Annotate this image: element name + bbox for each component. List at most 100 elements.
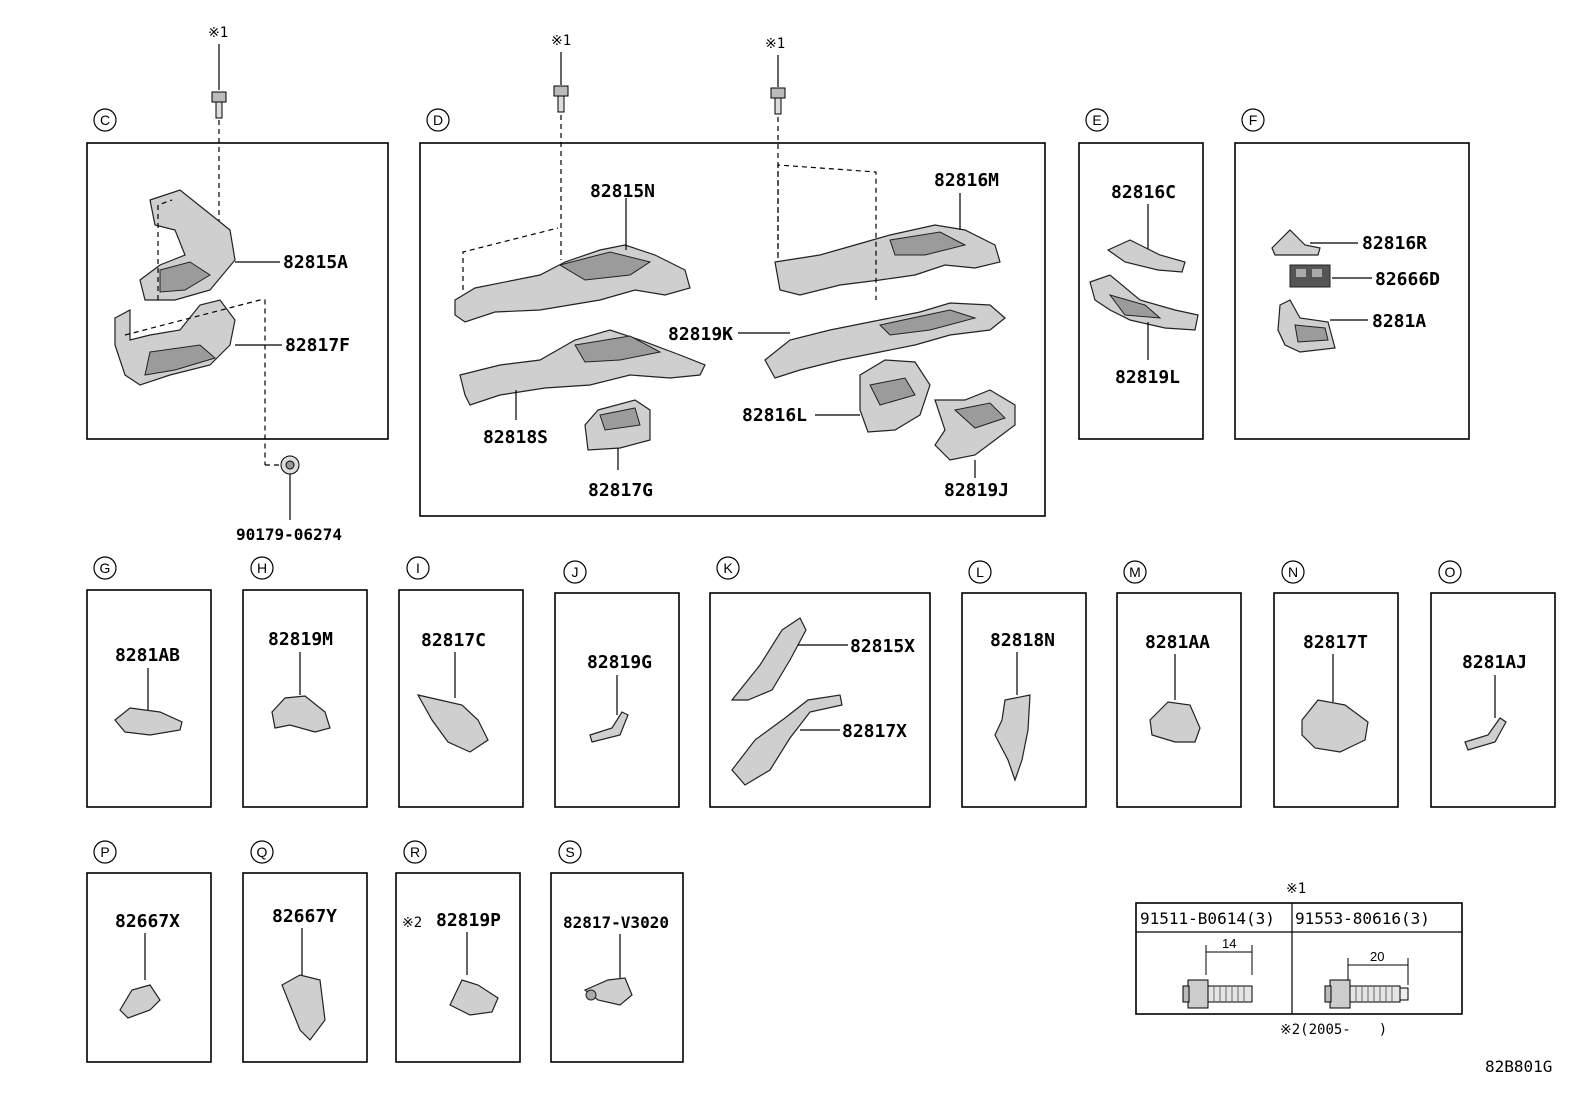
section-g-letter: G: [100, 560, 111, 576]
part-82815X-shape: [730, 617, 807, 701]
bolt-length-1: 14: [1222, 936, 1236, 951]
section-e-box: [1078, 142, 1204, 440]
section-s-marker: [558, 840, 582, 864]
flange-bolt-icon: 20: [1324, 949, 1409, 1009]
section-f: F 82816R 82666D 8281A: [1234, 108, 1470, 440]
label-82819L[interactable]: 82819L: [1115, 367, 1180, 388]
label-8281A[interactable]: 8281A: [1372, 311, 1426, 332]
label-82816R[interactable]: 82816R: [1362, 233, 1427, 254]
part-82817C-shape: [416, 694, 489, 753]
section-g-box: [86, 589, 212, 808]
label-90179-06274[interactable]: 90179-06274: [236, 525, 342, 544]
section-c-marker: [93, 108, 117, 132]
section-d: D ※1 ※1 82815N 82816M: [419, 33, 1046, 517]
label-82817X[interactable]: 82817X: [842, 721, 907, 742]
label-82818S[interactable]: 82818S: [483, 427, 548, 448]
section-g: G 8281AB: [86, 556, 212, 808]
section-k-letter: K: [723, 560, 733, 576]
section-s: S 82817-V3020: [550, 840, 684, 1063]
section-m-box: [1116, 592, 1242, 808]
label-82817C[interactable]: 82817C: [421, 630, 486, 651]
part-82667X-shape: [119, 984, 161, 1019]
section-i-box: [398, 589, 524, 808]
label-82815N[interactable]: 82815N: [590, 181, 655, 202]
section-q: Q 82667Y: [242, 840, 368, 1063]
bolt-part-2[interactable]: 91553-80616(3): [1295, 909, 1430, 928]
part-82816M-shape: [774, 224, 1001, 296]
label-82819G[interactable]: 82819G: [587, 652, 652, 673]
label-8281AA[interactable]: 8281AA: [1145, 632, 1210, 653]
label-82817T[interactable]: 82817T: [1303, 632, 1368, 653]
label-82819K[interactable]: 82819K: [668, 324, 733, 345]
part-82819M-shape: [271, 695, 331, 733]
bolt-icon: ※1: [208, 25, 228, 270]
section-l: L 82818N: [961, 560, 1087, 808]
part-82667Y-shape: [281, 974, 326, 1041]
section-f-letter: F: [1249, 112, 1258, 128]
section-i-marker: [406, 556, 430, 580]
label-82666D[interactable]: 82666D: [1375, 269, 1440, 290]
bolt-length-2: 20: [1370, 949, 1384, 964]
section-j-box: [554, 592, 680, 808]
bolt-table-footer: ※2(2005- ): [1280, 1022, 1387, 1038]
asterisk1-label: ※1: [208, 25, 228, 41]
label-82816C[interactable]: 82816C: [1111, 182, 1176, 203]
section-i: I 82817C: [398, 556, 524, 808]
section-j-marker: [563, 560, 587, 584]
section-k-marker: [716, 556, 740, 580]
section-d-marker: [426, 108, 450, 132]
section-f-marker: [1241, 108, 1265, 132]
section-o: O 8281AJ: [1430, 560, 1556, 808]
bolt-table: ※1 91511-B0614(3) 91553-80616(3) 14 20: [1135, 881, 1463, 1038]
label-8281AJ[interactable]: 8281AJ: [1462, 652, 1527, 673]
section-n-box: [1273, 592, 1399, 808]
section-h-letter: H: [257, 560, 267, 576]
section-r-box: [395, 872, 521, 1063]
section-c: C ※1 82815A 82817F 90179-06274: [86, 25, 389, 544]
part-82816R-shape: [1271, 229, 1321, 256]
section-o-letter: O: [1445, 564, 1456, 580]
bolt-part-1[interactable]: 91511-B0614(3): [1140, 909, 1275, 928]
section-l-letter: L: [976, 564, 984, 580]
label-82816L[interactable]: 82816L: [742, 405, 807, 426]
label-82815A[interactable]: 82815A: [283, 252, 348, 273]
part-82817T-shape: [1301, 699, 1369, 753]
section-p: P 82667X: [86, 840, 212, 1063]
section-c-letter: C: [100, 112, 110, 128]
part-82817F-shape: [114, 299, 236, 386]
section-k: K 82815X 82817X: [709, 556, 931, 808]
label-82816M[interactable]: 82816M: [934, 170, 999, 191]
bolt-table-note: ※1: [1286, 881, 1306, 897]
section-c-box: [86, 142, 389, 440]
label-82819M[interactable]: 82819M: [268, 629, 333, 650]
part-82819L-shape: [1089, 274, 1199, 331]
label-82815X[interactable]: 82815X: [850, 636, 915, 657]
label-8281AB[interactable]: 8281AB: [115, 645, 180, 666]
label-82819P[interactable]: 82819P: [436, 910, 501, 931]
label-82667Y[interactable]: 82667Y: [272, 906, 337, 927]
part-8281AB-shape: [114, 707, 183, 736]
part-82815N-shape: [454, 244, 691, 323]
asterisk1-label: ※1: [551, 33, 571, 49]
section-j: J 82819G: [554, 560, 680, 808]
section-p-letter: P: [100, 844, 109, 860]
section-m-marker: [1123, 560, 1147, 584]
label-82818N[interactable]: 82818N: [990, 630, 1055, 651]
label-82817F[interactable]: 82817F: [285, 335, 350, 356]
part-82819G-shape: [589, 711, 629, 743]
label-82819J[interactable]: 82819J: [944, 480, 1009, 501]
section-q-box: [242, 872, 368, 1063]
section-p-box: [86, 872, 212, 1063]
section-l-marker: [968, 560, 992, 584]
section-d-box: [419, 142, 1046, 517]
label-82817G[interactable]: 82817G: [588, 480, 653, 501]
section-r-letter: R: [410, 844, 420, 860]
section-h-marker: [250, 556, 274, 580]
section-h: H 82819M: [242, 556, 368, 808]
label-82817-V3020[interactable]: 82817-V3020: [563, 913, 669, 932]
label-82667X[interactable]: 82667X: [115, 911, 180, 932]
section-h-box: [242, 589, 368, 808]
bolt-icon: ※1: [765, 36, 786, 255]
section-m: M 8281AA: [1116, 560, 1242, 808]
